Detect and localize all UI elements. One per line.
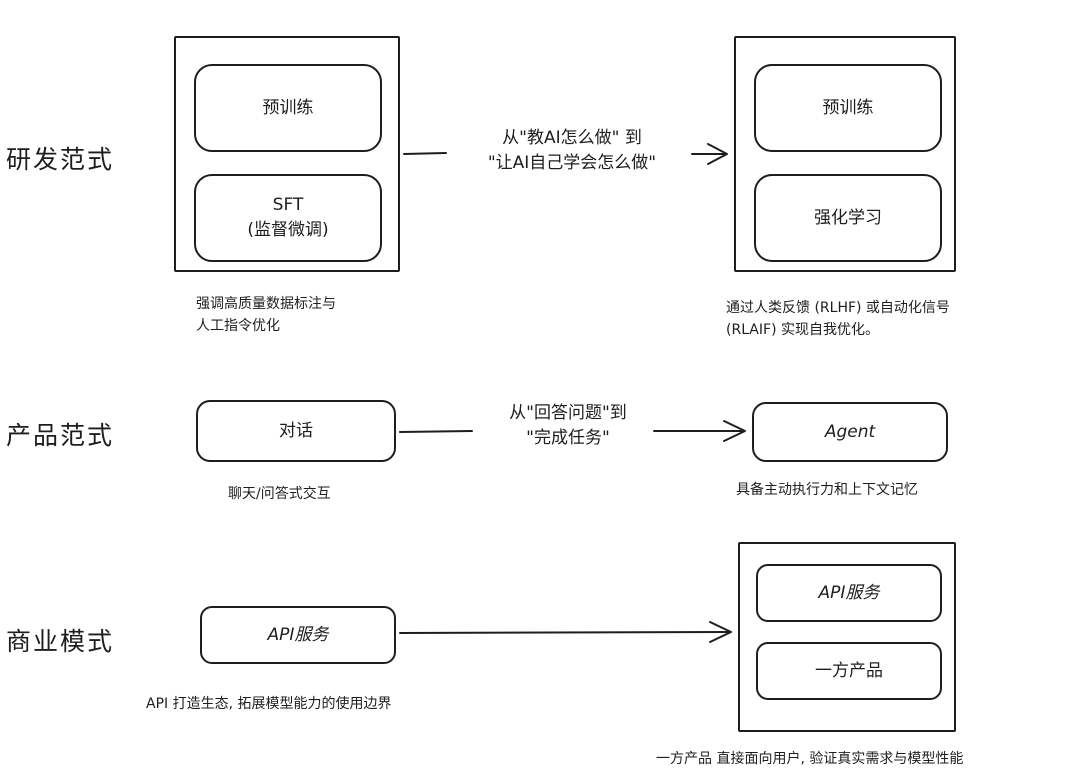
rnd-transition-label: 从"教AI怎么做" 到 "让AI自己学会怎么做" bbox=[448, 126, 696, 176]
agent-node: Agent bbox=[752, 402, 948, 462]
rnd-left-caption-line-2: 人工指令优化 bbox=[196, 317, 280, 334]
pretraining-node-left: 预训练 bbox=[194, 64, 382, 152]
api-node-left-label: API服务 bbox=[267, 624, 329, 645]
rnd-right-caption-line-1: 通过人类反馈 (RLHF) 或自动化信号 bbox=[726, 300, 950, 316]
business-left-caption: API 打造生态, 拓展模型能力的使用边界 bbox=[146, 696, 392, 712]
sft-node-sublabel: (监督微调) bbox=[247, 220, 329, 240]
chat-node: 对话 bbox=[196, 400, 396, 462]
api-node-left: API服务 bbox=[200, 606, 396, 664]
first-party-node-label: 一方产品 bbox=[815, 660, 883, 681]
rnd-transition-line-2: "让AI自己学会怎么做" bbox=[487, 152, 657, 173]
product-transition-line-2: "完成任务" bbox=[526, 427, 610, 448]
rnd-right-frame: 预训练 强化学习 bbox=[734, 36, 956, 272]
product-transition-line-1: 从"回答问题"到 bbox=[509, 403, 627, 423]
rnd-left-caption: 强调高质量数据标注与 人工指令优化 bbox=[196, 294, 336, 337]
product-right-caption: 具备主动执行力和上下文记忆 bbox=[736, 482, 918, 498]
product-transition-label: 从"回答问题"到 "完成任务" bbox=[476, 401, 660, 451]
business-arrowhead-icon bbox=[709, 621, 732, 643]
chat-node-label: 对话 bbox=[279, 420, 313, 441]
rl-node-label: 强化学习 bbox=[814, 207, 882, 228]
sft-node-label: SFT bbox=[272, 195, 304, 216]
agent-node-label: Agent bbox=[824, 421, 876, 442]
rnd-left-frame: 预训练 SFT (监督微调) bbox=[174, 36, 400, 272]
business-arrow-shaft bbox=[399, 631, 731, 634]
business-right-caption: 一方产品 直接面向用户, 验证真实需求与模型性能 bbox=[656, 751, 964, 767]
row-label-product: 产品范式 bbox=[6, 421, 115, 450]
business-arrow bbox=[399, 621, 732, 643]
product-arrowhead-icon bbox=[723, 420, 746, 442]
rnd-right-caption: 通过人类反馈 (RLHF) 或自动化信号 (RLAIF) 实现自我优化。 bbox=[726, 298, 950, 341]
sft-node: SFT (监督微调) bbox=[194, 174, 382, 262]
rnd-arrow-shaft-left bbox=[403, 152, 447, 155]
business-right-frame: API服务 一方产品 bbox=[738, 542, 956, 732]
rnd-left-caption-line-1: 强调高质量数据标注与 bbox=[196, 296, 336, 312]
row-label-business: 商业模式 bbox=[6, 627, 115, 656]
rnd-arrowhead-icon bbox=[707, 143, 728, 165]
product-arrow-shaft-left bbox=[399, 430, 473, 433]
first-party-node: 一方产品 bbox=[756, 642, 942, 700]
pretraining-node-right-label: 预训练 bbox=[822, 97, 874, 118]
row-label-rnd: 研发范式 bbox=[6, 145, 115, 174]
pretraining-node-left-label: 预训练 bbox=[262, 97, 314, 118]
rnd-transition-line-1: 从"教AI怎么做" 到 bbox=[502, 128, 642, 148]
api-node-right-label: API服务 bbox=[818, 582, 880, 603]
rnd-right-caption-line-2: (RLAIF) 实现自我优化。 bbox=[726, 321, 879, 338]
api-node-right: API服务 bbox=[756, 564, 942, 622]
product-left-caption: 聊天/问答式交互 bbox=[228, 486, 331, 502]
pretraining-node-right: 预训练 bbox=[754, 64, 942, 152]
rl-node: 强化学习 bbox=[754, 174, 942, 262]
